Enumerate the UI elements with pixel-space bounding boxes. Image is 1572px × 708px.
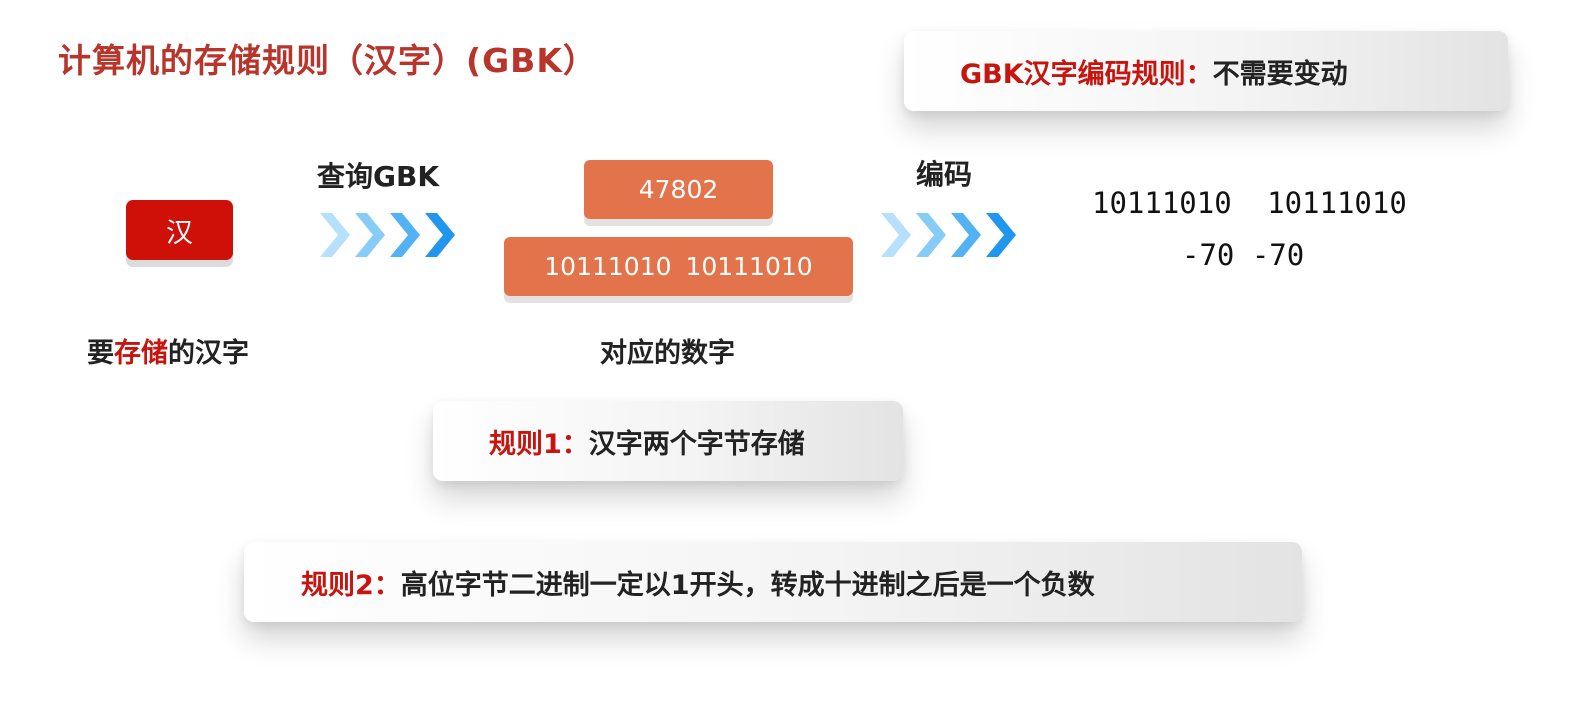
- gbk-rule-label: GBK汉字编码规则：: [960, 58, 1213, 90]
- encode-arrows: [879, 207, 1019, 263]
- chevron-right-icon: [986, 213, 1016, 257]
- encoded-decimal-text: -70 -70: [1182, 238, 1305, 272]
- lookup-gbk-label: 查询GBK: [317, 160, 440, 193]
- rule2-label: 规则2：: [301, 569, 401, 601]
- rule2-text: 高位字节二进制一定以1开头，转成十进制之后是一个负数: [400, 569, 1095, 601]
- chevron-right-icon: [951, 213, 981, 257]
- chevron-right-icon: [390, 213, 420, 257]
- chevron-right-icon: [881, 213, 911, 257]
- encode-label: 编码: [916, 158, 973, 191]
- page-title: 计算机的存储规则（汉字）(GBK）: [58, 41, 597, 80]
- caption-post: 的汉字: [168, 338, 249, 369]
- character-caption: 要存储的汉字: [87, 331, 249, 370]
- chevron-right-icon: [425, 213, 455, 257]
- caption-pre: 要: [87, 338, 114, 369]
- binary-number-box: 10111010 10111010: [504, 237, 853, 296]
- rule2-card: 规则2： 高位字节二进制一定以1开头，转成十进制之后是一个负数: [244, 542, 1302, 622]
- gbk-rule-text: 不需要变动: [1212, 58, 1348, 90]
- number-caption: 对应的数字: [600, 338, 735, 369]
- rule1-text: 汉字两个字节存储: [588, 428, 805, 460]
- lookup-arrows: [318, 207, 458, 263]
- rule1-card: 规则1： 汉字两个字节存储: [433, 401, 903, 481]
- chevron-right-icon: [916, 213, 946, 257]
- gbk-encoding-rule-card: GBK汉字编码规则： 不需要变动: [904, 31, 1508, 111]
- chinese-character-box: 汉: [126, 200, 233, 260]
- rule1-label: 规则1：: [489, 428, 589, 460]
- encoded-binary-text: 10111010 10111010: [1092, 186, 1407, 220]
- chevron-right-icon: [320, 213, 350, 257]
- decimal-number-box: 47802: [584, 160, 773, 219]
- chevron-right-icon: [355, 213, 385, 257]
- caption-highlight: 存储: [114, 338, 168, 369]
